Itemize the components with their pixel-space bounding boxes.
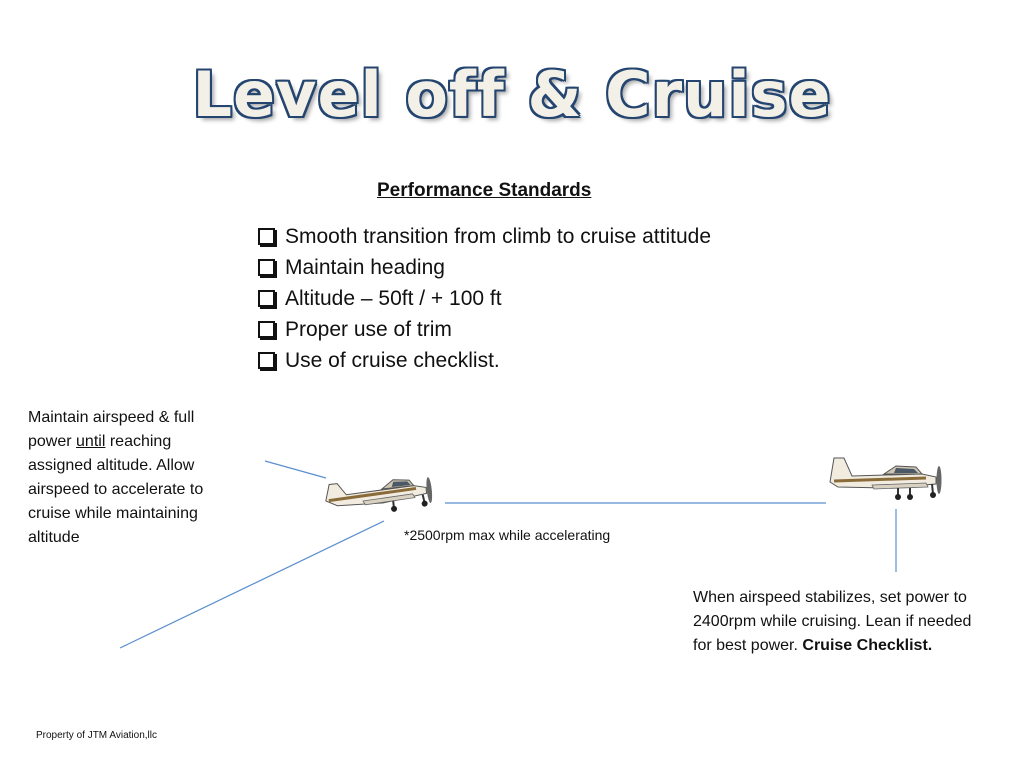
list-item-text: Smooth transition from climb to cruise a… <box>285 225 712 248</box>
callout-line-left <box>264 460 327 479</box>
list-item: Use of cruise checklist. <box>258 345 711 376</box>
performance-standards-heading: Performance Standards <box>377 180 592 201</box>
list-item: Altitude – 50ft / + 100 ft <box>258 283 711 314</box>
list-item: Smooth transition from climb to cruise a… <box>258 221 711 252</box>
airplane-icon <box>829 457 942 500</box>
list-item-text: Maintain heading <box>285 256 445 279</box>
checkbox-icon <box>258 290 275 307</box>
airplane-icon <box>325 477 433 512</box>
left-callout-note: Maintain airspeed & full power until rea… <box>28 406 233 550</box>
list-item-text: Altitude – 50ft / + 100 ft <box>285 287 502 310</box>
list-item: Maintain heading <box>258 252 711 283</box>
rpm-note: *2500rpm max while accelerating <box>404 527 611 543</box>
slide-title: Level off & Cruise <box>192 58 832 131</box>
note-bold-text: Cruise Checklist. <box>802 637 933 654</box>
footer-text: Property of JTM Aviation,llc <box>36 730 157 741</box>
note-text: When airspeed stabilizes, set power to 2… <box>693 589 972 654</box>
right-callout-note: When airspeed stabilizes, set power to 2… <box>693 586 983 658</box>
note-text: Maintain airspeed & full power <box>28 409 195 450</box>
list-item-text: Proper use of trim <box>285 318 452 341</box>
list-item-text: Use of cruise checklist. <box>285 349 500 372</box>
checkbox-icon <box>258 228 275 245</box>
note-underlined-text: until <box>76 433 106 450</box>
checkbox-icon <box>258 321 275 338</box>
climb-path-line <box>119 520 385 649</box>
note-text: reaching assigned altitude. Allow airspe… <box>28 433 204 546</box>
list-item: Proper use of trim <box>258 314 711 345</box>
checkbox-icon <box>258 259 275 276</box>
checkbox-icon <box>258 352 275 369</box>
standards-list: Smooth transition from climb to cruise a… <box>258 221 711 376</box>
